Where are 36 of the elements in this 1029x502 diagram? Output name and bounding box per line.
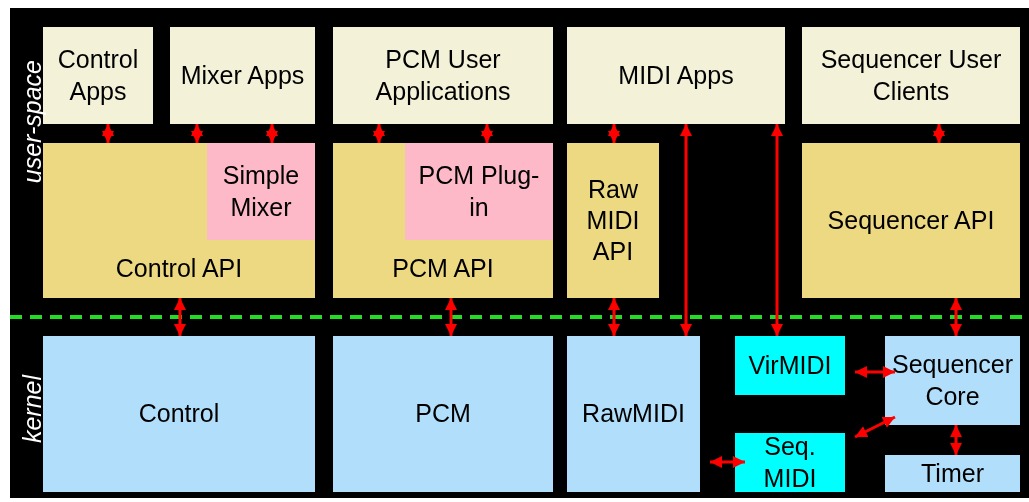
app-box: Sequencer User Clients — [802, 27, 1020, 124]
arrow — [608, 298, 620, 336]
app-box: PCM User Applications — [333, 27, 553, 124]
arrow — [680, 124, 692, 336]
arrow — [102, 124, 114, 143]
arrow — [608, 124, 620, 143]
arrow — [266, 124, 278, 143]
api-box: Sequencer API — [802, 143, 1020, 298]
kernel-module-box: Sequencer Core — [885, 336, 1020, 425]
api-box: Raw MIDI API — [567, 143, 659, 298]
arrow — [933, 124, 945, 143]
app-box: MIDI Apps — [567, 27, 785, 124]
arrow — [445, 298, 457, 336]
box-label: PCM API — [391, 252, 495, 284]
arrow — [710, 456, 745, 468]
kernel-module-box: Seq. MIDI — [735, 433, 845, 492]
arrow — [950, 298, 962, 336]
api-box — [333, 143, 553, 298]
arrow — [373, 124, 385, 143]
plugin-box: Simple Mixer — [207, 143, 315, 240]
arrow — [854, 415, 896, 439]
arrow — [191, 124, 203, 143]
kernel-module-box: PCM — [333, 336, 553, 492]
kernel-module-box: Control — [43, 336, 315, 492]
box-label: Control API — [114, 252, 244, 284]
arrow — [950, 425, 962, 455]
arrow — [481, 124, 493, 143]
plugin-box: PCM Plug-in — [405, 143, 553, 240]
kernel-module-box: RawMIDI — [567, 336, 700, 492]
kernel-module-box: Timer — [885, 455, 1020, 492]
app-box: Control Apps — [43, 27, 153, 124]
kernel-module-box: VirMIDI — [735, 336, 845, 395]
arrow — [771, 124, 783, 336]
arrow — [855, 366, 895, 378]
arrow — [174, 298, 186, 336]
app-box: Mixer Apps — [170, 27, 315, 124]
